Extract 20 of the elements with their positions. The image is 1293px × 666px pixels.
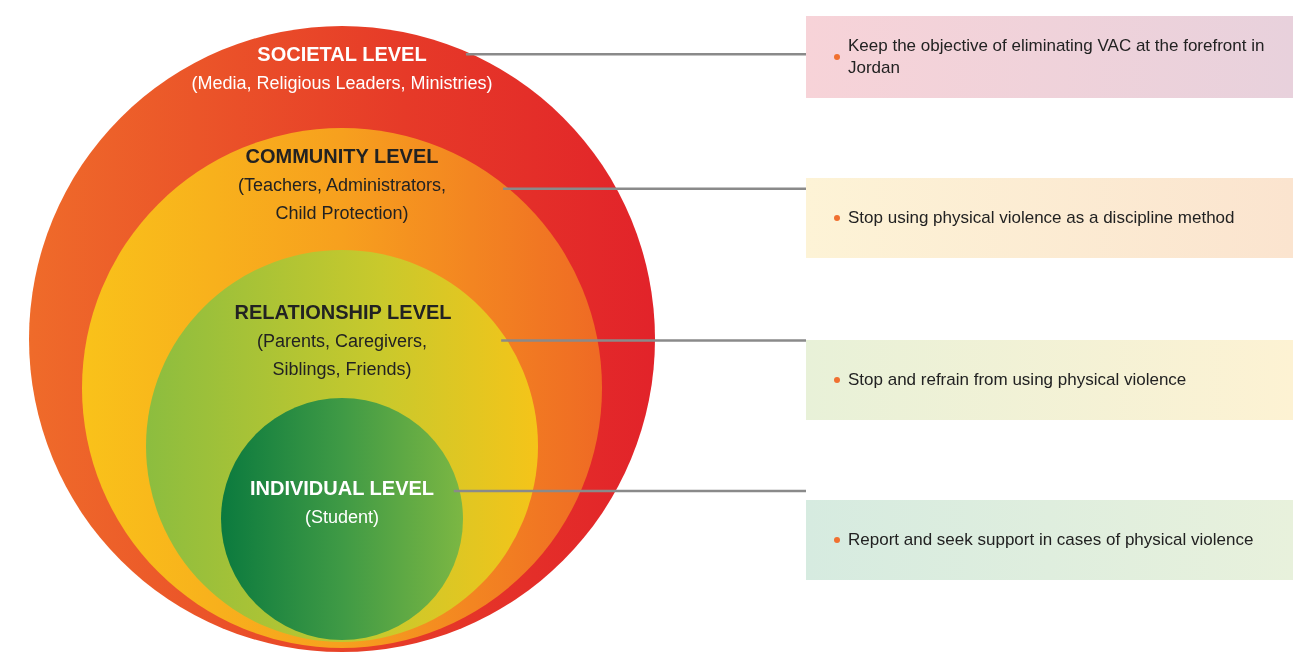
action-box <box>806 500 1293 580</box>
level-heading: INDIVIDUAL LEVEL <box>248 476 436 501</box>
action-box <box>806 16 1293 98</box>
level-members: (Media, Religious Leaders, Ministries) <box>190 72 494 95</box>
level-members: (Teachers, Administrators, Child Protection) <box>236 174 448 225</box>
level-heading: RELATIONSHIP LEVEL <box>234 300 450 325</box>
level-heading: SOCIETAL LEVEL <box>256 42 428 67</box>
action-text: Keep the objective of eliminating VAC at the forefront in Jordan <box>848 35 1266 79</box>
connector-line <box>453 489 806 493</box>
connector-line <box>501 339 806 342</box>
action-text: Stop and refrain from using physical violence <box>848 369 1187 391</box>
action-text: Stop using physical violence as a discipline method <box>848 207 1235 229</box>
action-text: Report and seek support in cases of physical violence <box>848 529 1254 551</box>
connector-line <box>503 187 806 190</box>
level-members: (Student) <box>303 506 380 529</box>
level-heading: COMMUNITY LEVEL <box>244 144 440 169</box>
connector-line <box>465 53 806 56</box>
level-members: (Parents, Caregivers, Siblings, Friends) <box>255 330 429 381</box>
action-box <box>806 178 1293 258</box>
action-box <box>806 340 1293 420</box>
